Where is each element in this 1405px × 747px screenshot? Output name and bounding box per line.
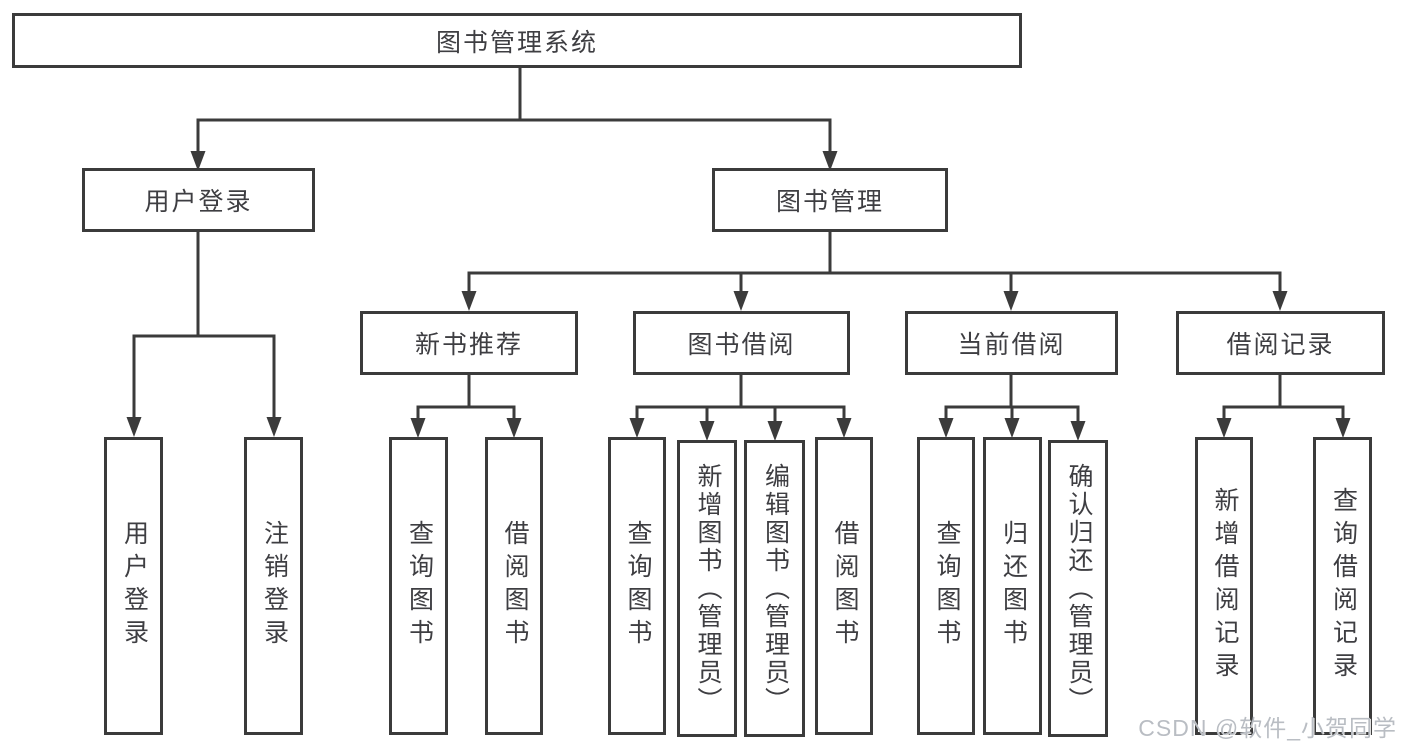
node-current-borrow: 当前借阅 [905,311,1118,375]
leaf-confirm-return-admin: 确认归还（管理员） [1048,440,1108,737]
node-borrow-record: 借阅记录 [1176,311,1385,375]
leaf-borrow-book: 借阅图书 [815,437,873,735]
leaf-query-borrow-record: 查询借阅记录 [1313,437,1372,735]
leaf-logout-login: 注销登录 [244,437,303,735]
root-node-library-system: 图书管理系统 [12,13,1022,68]
leaf-return-book: 归还图书 [983,437,1042,735]
csdn-watermark: CSDN @软件_小贺同学 [1138,715,1397,741]
leaf-add-borrow-record: 新增借阅记录 [1195,437,1253,735]
node-new-book-recommend: 新书推荐 [360,311,578,375]
leaf-add-book-admin: 新增图书（管理员） [677,440,737,737]
leaf-query-book-recommend: 查询图书 [389,437,448,735]
leaf-query-book-current: 查询图书 [917,437,975,735]
connector-path [132,68,1345,423]
leaf-user-login: 用户登录 [104,437,163,735]
leaf-query-book-borrow: 查询图书 [608,437,666,735]
leaf-edit-book-admin: 编辑图书（管理员） [744,440,805,737]
node-book-management: 图书管理 [712,168,948,232]
arrowheads [126,151,1351,441]
node-book-borrow: 图书借阅 [633,311,850,375]
node-user-login: 用户登录 [82,168,315,232]
leaf-borrow-book-recommend: 借阅图书 [485,437,543,735]
